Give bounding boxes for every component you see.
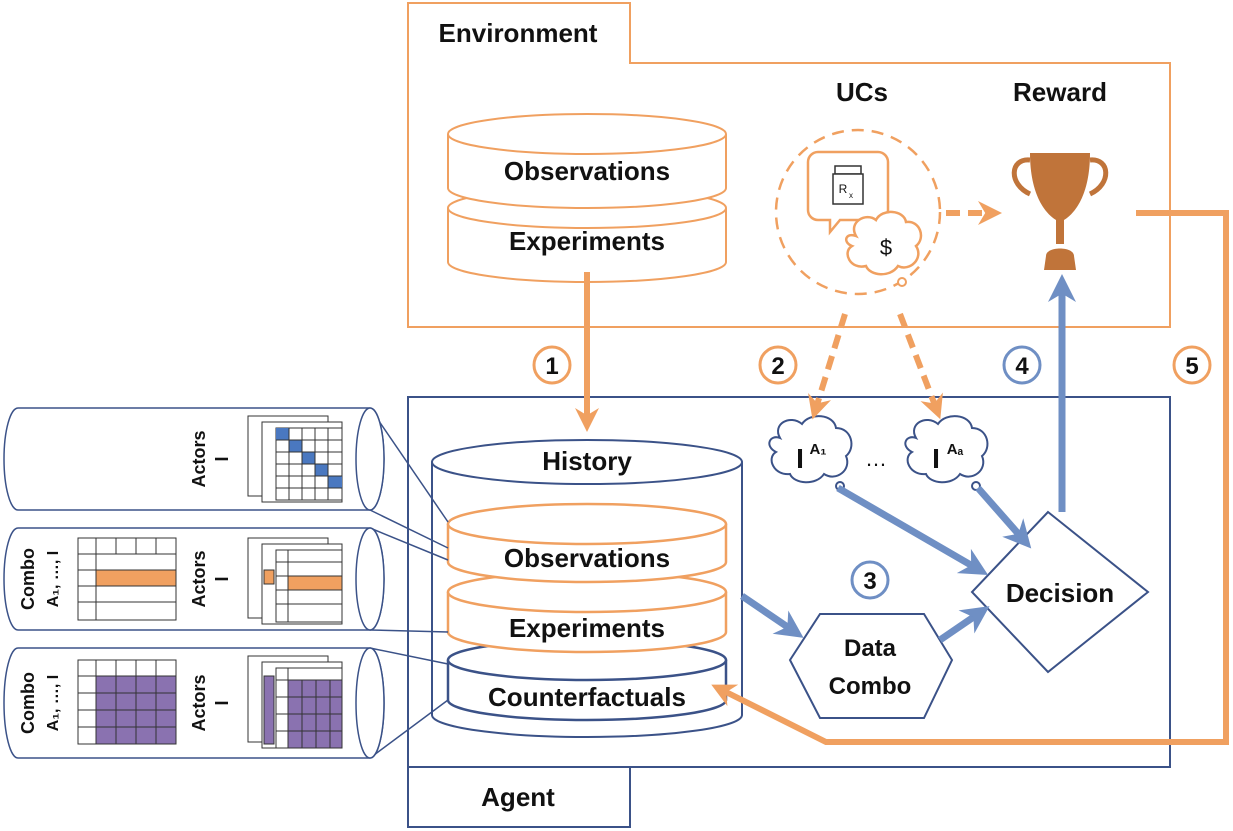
panel-cf-combo-sub: A₁, …, I — [45, 675, 62, 731]
prescription-icon: R x — [806, 150, 890, 236]
step-2-badge: 2 — [758, 345, 798, 385]
panel-obs-actors-label: Actors I — [189, 430, 232, 487]
step-5-badge: 5 — [1172, 345, 1212, 385]
svg-text:5: 5 — [1185, 353, 1198, 380]
panel-cf-actors-label: Actors — [189, 674, 209, 731]
svg-text:1: 1 — [545, 353, 558, 380]
dollar-label: $ — [880, 235, 892, 260]
counterfactuals-label: Counterfactuals — [488, 682, 686, 712]
agent-experiments-disk — [446, 570, 728, 654]
svg-text:A₁: A₁ — [809, 441, 826, 458]
agent-observations-label: Observations — [504, 543, 670, 573]
belief-a1-to-decision-arrow — [836, 484, 989, 576]
step5-arrow — [711, 210, 1229, 745]
environment-database — [447, 113, 727, 283]
reward-label: Reward — [1013, 77, 1107, 107]
panel-exp-combo-table — [77, 537, 177, 621]
step-4-badge: 4 — [1002, 345, 1042, 385]
panel-exp-actors-table — [247, 537, 343, 625]
step2-arrow-left — [808, 313, 848, 420]
panel-exp-combo-sub: A₁, …, I — [45, 551, 62, 607]
env-observations-label: Observations — [504, 156, 670, 186]
data-combo-line2: Combo — [829, 673, 912, 700]
svg-text:Actors: Actors — [189, 430, 209, 487]
agent-observations-disk — [446, 502, 728, 584]
agent-experiments-label: Experiments — [509, 613, 665, 643]
datacombo-to-decision-arrow — [938, 606, 990, 643]
decision-label: Decision — [1006, 578, 1114, 608]
panel-cf-actors-table — [247, 655, 343, 749]
panel-exp-actors-label: Actors — [189, 550, 209, 607]
data-combo-line1: Data — [844, 635, 897, 662]
belief-ellipsis: … — [865, 446, 887, 471]
step-3-badge: 3 — [850, 560, 890, 600]
svg-text:I: I — [796, 443, 804, 474]
money-thought-icon: $ — [844, 210, 923, 287]
agent-label: Agent — [481, 782, 555, 812]
svg-text:I: I — [932, 443, 940, 474]
decision-node — [970, 510, 1150, 674]
svg-text:x: x — [849, 191, 853, 200]
agent-box: Agent — [407, 396, 1171, 828]
panel-exp-actors-sub: I — [212, 576, 232, 581]
belief-cloud-a1: I A₁ — [768, 415, 853, 491]
panel-obs-matrix — [247, 415, 343, 503]
panel-cf-combo-table — [77, 659, 177, 745]
panel-cf-combo-label: Combo — [18, 672, 38, 734]
env-experiments-label: Experiments — [509, 226, 665, 256]
panel-exp-combo-label: Combo — [18, 548, 38, 610]
svg-text:3: 3 — [863, 568, 876, 595]
svg-text:I: I — [212, 456, 232, 461]
svg-text:Aₐ: Aₐ — [947, 441, 964, 458]
ucs-label: UCs — [836, 77, 888, 107]
svg-text:2: 2 — [771, 353, 784, 380]
environment-label: Environment — [439, 18, 598, 48]
belief-cloud-aa: I Aₐ — [904, 415, 989, 491]
history-to-datacombo-arrow — [740, 593, 804, 638]
belief-aa-to-decision-arrow — [975, 485, 1032, 549]
ucs-dashed-circle — [774, 128, 942, 296]
step2-arrow-right — [897, 312, 943, 420]
trophy-icon — [1011, 153, 1109, 270]
svg-text:4: 4 — [1015, 353, 1029, 380]
history-label: History — [542, 446, 632, 476]
panel-connectors — [369, 407, 449, 759]
data-combo-node — [788, 613, 954, 719]
svg-text:R: R — [839, 182, 848, 196]
step-1-badge: 1 — [532, 345, 572, 385]
panel-cf-actors-sub: I — [212, 700, 232, 705]
